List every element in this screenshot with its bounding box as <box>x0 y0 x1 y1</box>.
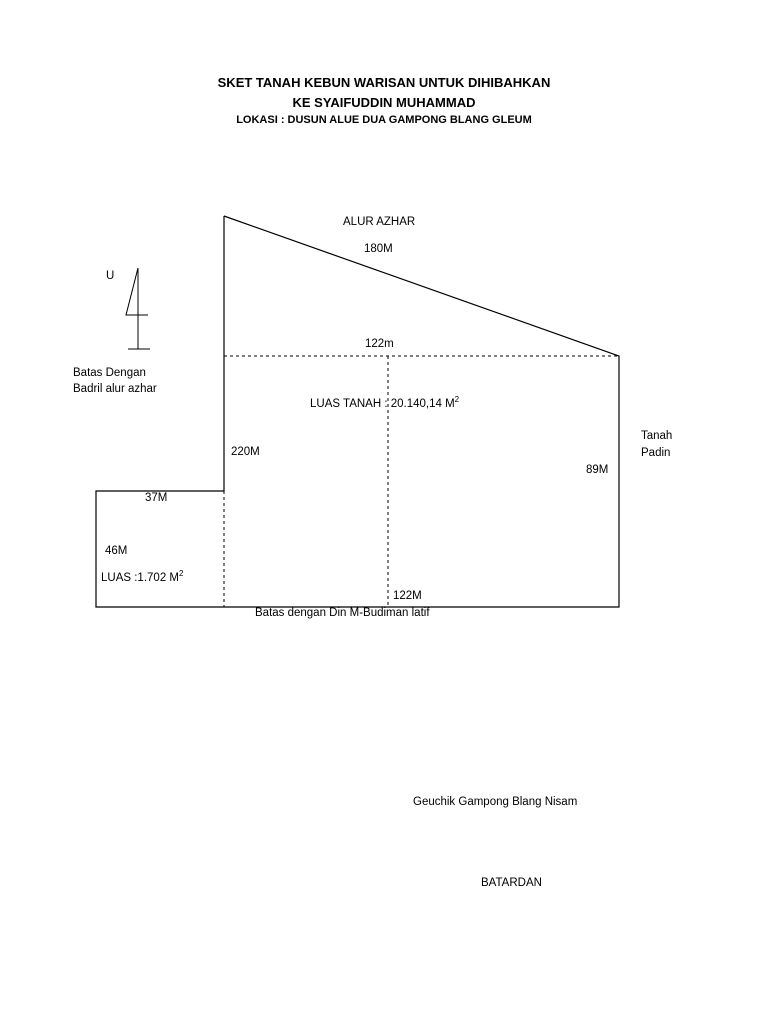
location-label: LOKASI : DUSUN ALUE DUA GAMPONG BLANG GL… <box>236 114 532 126</box>
main-area-label: LUAS TANAH : 20.140,14 M2 <box>310 395 460 410</box>
dimension-left-main: 220M <box>231 446 260 458</box>
signature-name: BATARDAN <box>481 877 542 889</box>
small-area-label: LUAS :1.702 M2 <box>101 569 184 584</box>
page-subtitle: KE SYAIFUDDIN MUHAMMAD <box>292 95 476 110</box>
signature-title: Geuchik Gampong Blang Nisam <box>413 796 578 808</box>
dimension-right-main: 89M <box>586 464 609 476</box>
dimension-dashed-top: 122m <box>365 338 394 350</box>
west-boundary-line1: Batas Dengan <box>73 367 146 379</box>
dimension-small-top: 37M <box>145 492 168 504</box>
west-boundary-line2: Badril alur azhar <box>73 383 157 395</box>
north-boundary-label: ALUR AZHAR <box>343 216 416 228</box>
south-boundary-label: Batas dengan Din M-Budiman latif <box>255 607 430 619</box>
east-boundary-line1: Tanah <box>641 430 673 442</box>
dimension-small-left: 46M <box>105 545 128 557</box>
land-outline <box>95 215 620 608</box>
dimension-bottom: 122M <box>393 590 422 602</box>
east-boundary-line2: Padin <box>641 447 671 459</box>
page-title: SKET TANAH KEBUN WARISAN UNTUK DIHIBAHKA… <box>217 75 551 90</box>
dimension-slope: 180M <box>364 243 393 255</box>
compass-label: U <box>106 270 115 282</box>
north-arrow-icon <box>125 267 150 350</box>
